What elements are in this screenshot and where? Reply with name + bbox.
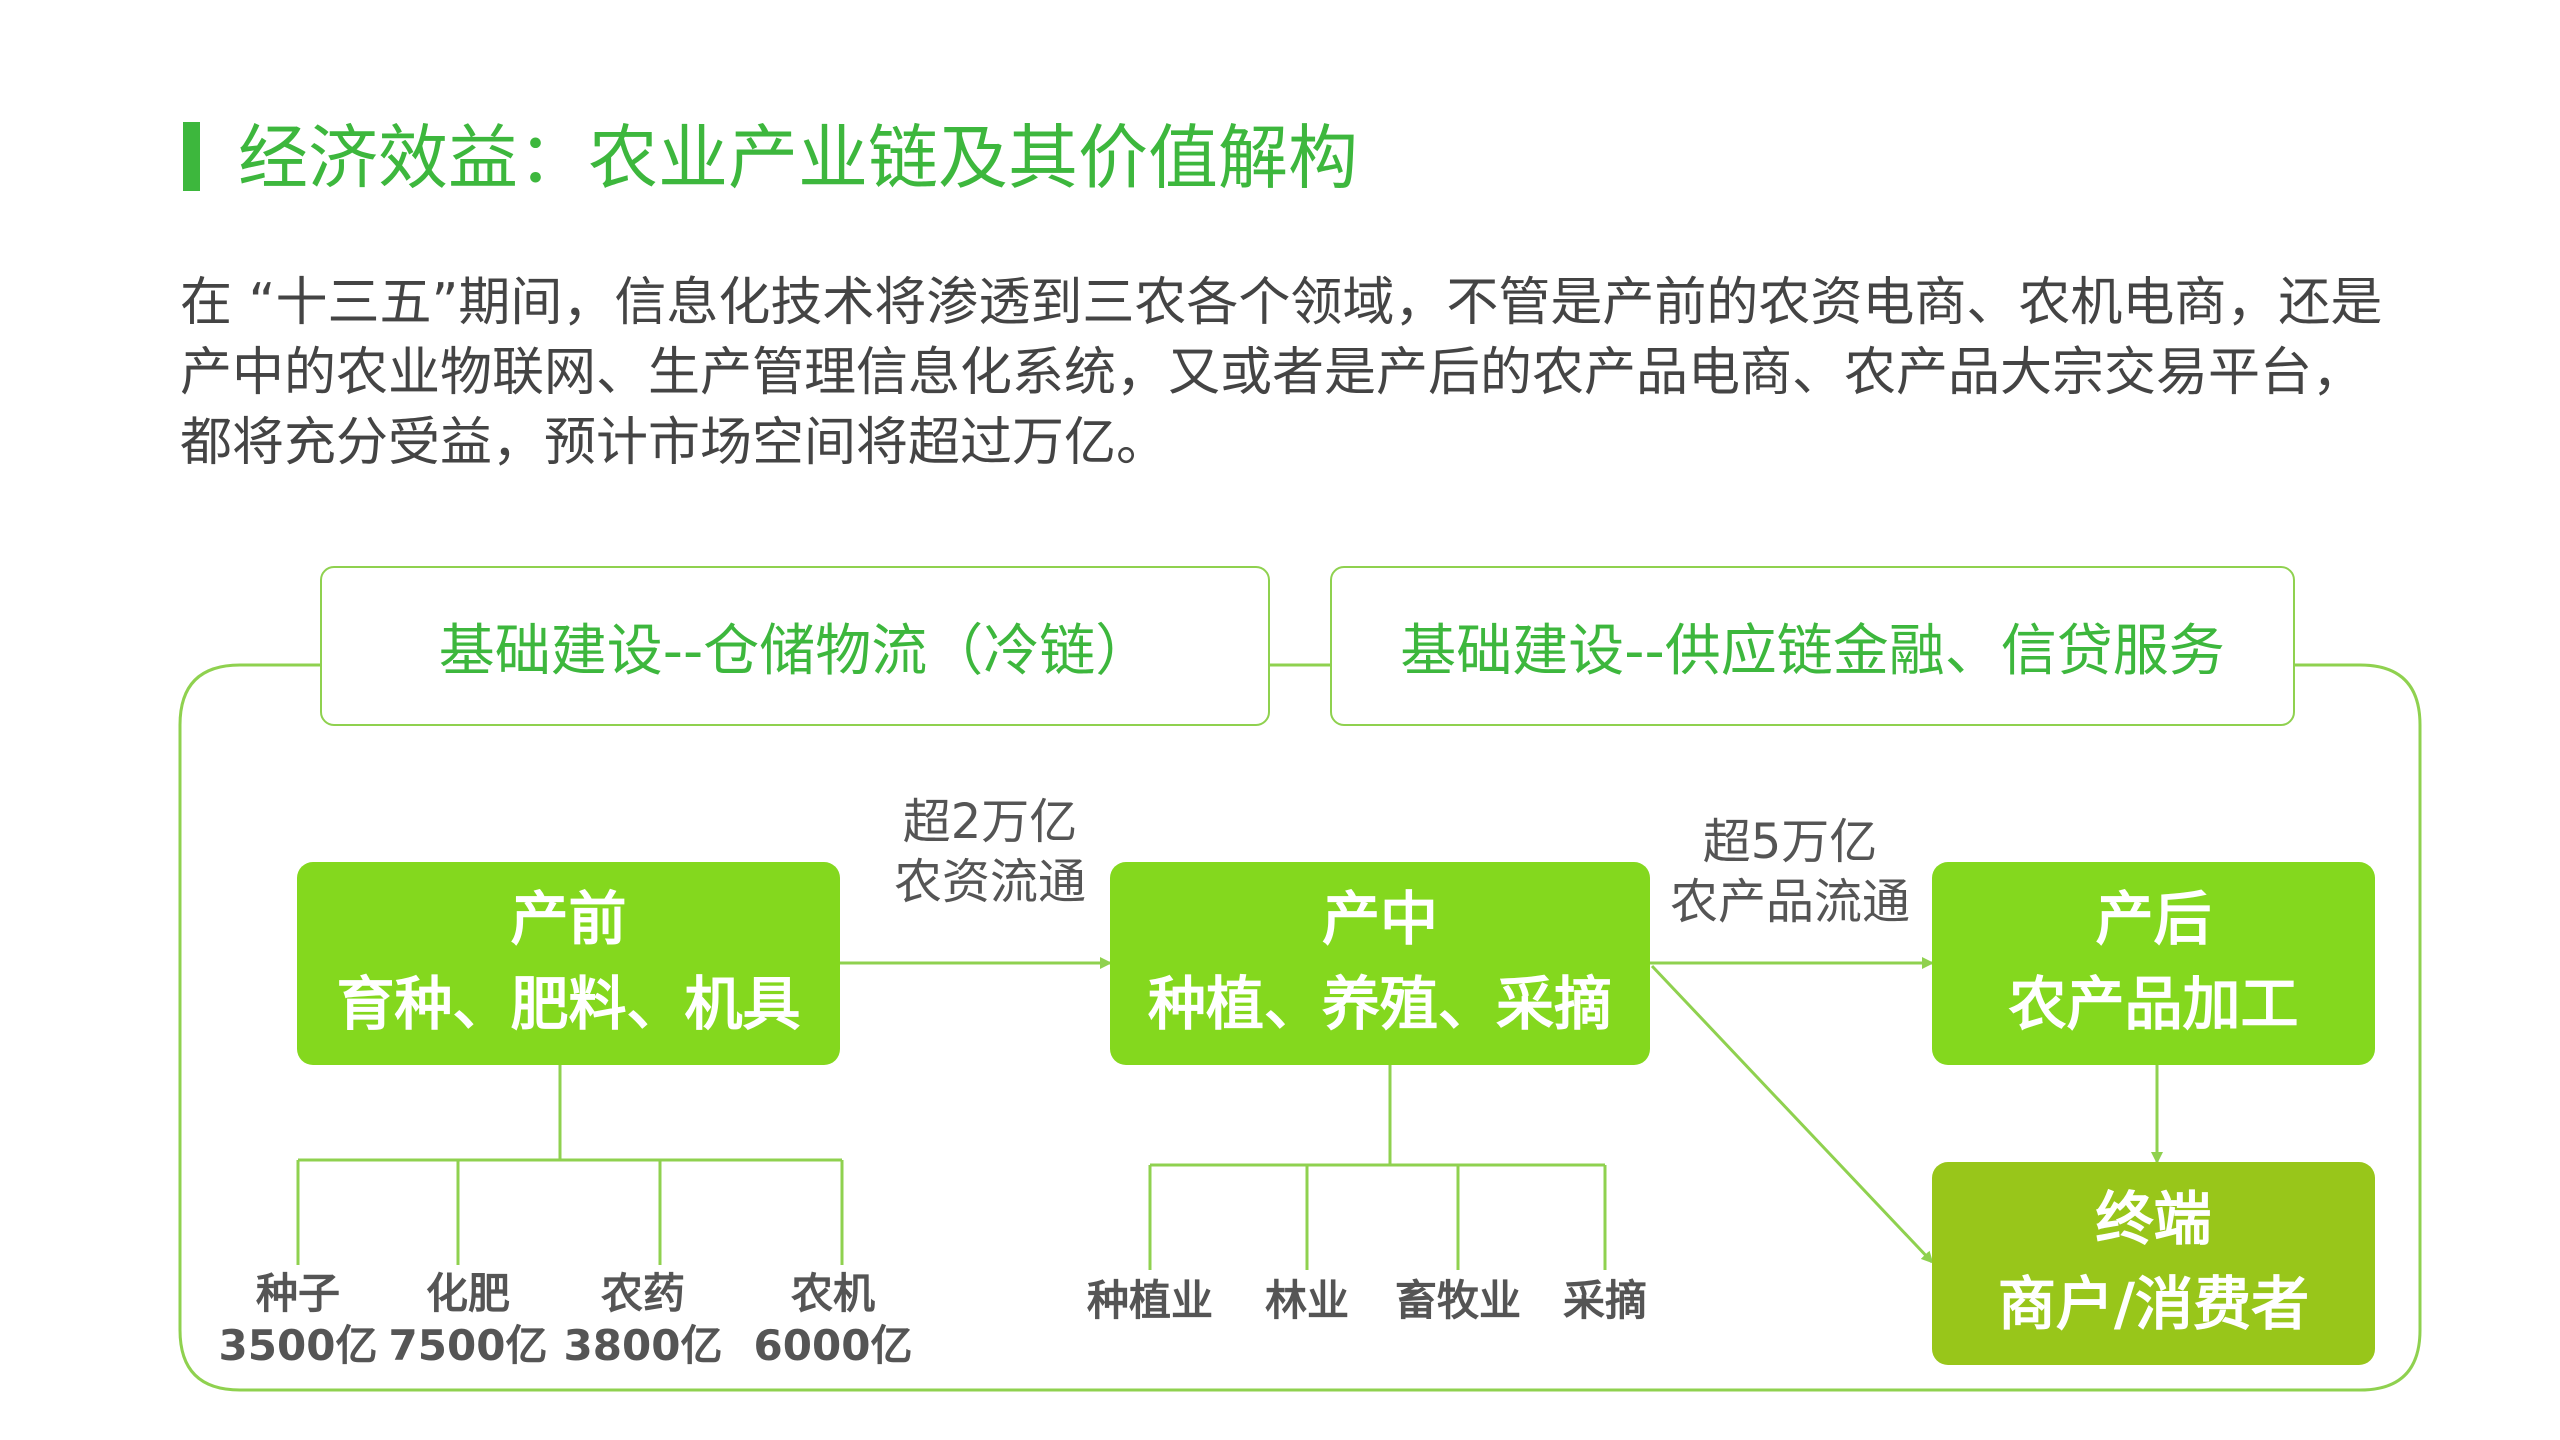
- intro-paragraph: 在 “十三五”期间，信息化技术将渗透到三农各个领域，不管是产前的农资电商、农机电…: [180, 273, 2383, 473]
- stage-end-box: 终端 商户/消费者: [1932, 1162, 2375, 1365]
- mid-item-livestock: 畜牧业: [1394, 1276, 1521, 1325]
- pre-item-pesticide: 农药 3800亿: [548, 1268, 738, 1372]
- infra-logistics-box: 基础建设--仓储物流（冷链）: [320, 566, 1270, 726]
- outer-frame: [178, 663, 2422, 1392]
- pre-item-name: 农药: [600, 1269, 685, 1318]
- stage-end-sub: 商户/消费者: [1997, 1269, 2310, 1338]
- stage-post-title: 产后: [2095, 884, 2212, 953]
- pre-item-seed: 种子 3500亿: [203, 1268, 393, 1372]
- mid-tree: [1148, 1065, 1607, 1270]
- flow-pre-mid-value: 超2万亿: [902, 794, 1078, 850]
- mid-item-forestry: 林业: [1264, 1276, 1349, 1325]
- stage-pre-box: 产前 育种、肥料、机具: [297, 862, 840, 1065]
- stage-mid-title: 产中: [1321, 884, 1438, 953]
- flow-mid-post-desc: 农产品流通: [1669, 874, 1910, 930]
- infra-finance-box: 基础建设--供应链金融、信贷服务: [1330, 566, 2295, 726]
- pre-item-name: 化肥: [425, 1269, 510, 1318]
- stage-mid-sub: 种植、养殖、采摘: [1147, 969, 1612, 1038]
- page-title: 经济效益：农业产业链及其价值解构: [238, 117, 1358, 199]
- flow-label-mid-post: 超5万亿 农产品流通: [1640, 812, 1940, 932]
- pre-item-machinery: 农机 6000亿: [738, 1268, 928, 1372]
- mid-item-crop: 种植业: [1086, 1276, 1213, 1325]
- arrow-mid-to-end: [1650, 964, 1934, 1264]
- pre-item-value: 3800亿: [563, 1321, 723, 1370]
- mid-item-picking: 采摘: [1562, 1276, 1647, 1325]
- stage-end-title: 终端: [2095, 1184, 2212, 1253]
- pre-item-name: 农机: [790, 1269, 875, 1318]
- flow-label-pre-mid: 超2万亿 农资流通: [855, 792, 1125, 912]
- pre-item-fertilizer: 化肥 7500亿: [373, 1268, 563, 1372]
- stage-pre-title: 产前: [510, 884, 627, 953]
- pre-item-value: 7500亿: [388, 1321, 548, 1370]
- stage-mid-box: 产中 种植、养殖、采摘: [1110, 862, 1650, 1065]
- pre-item-name: 种子: [255, 1269, 340, 1318]
- stage-post-sub: 农产品加工: [2008, 969, 2299, 1038]
- title-accent-bar: [183, 122, 200, 191]
- stage-post-box: 产后 农产品加工: [1932, 862, 2375, 1065]
- flow-pre-mid-desc: 农资流通: [893, 854, 1086, 910]
- pre-tree: [296, 1065, 844, 1265]
- pre-item-value: 6000亿: [753, 1321, 913, 1370]
- flow-mid-post-value: 超5万亿: [1702, 814, 1878, 870]
- stage-pre-sub: 育种、肥料、机具: [336, 969, 801, 1038]
- pre-item-value: 3500亿: [218, 1321, 378, 1370]
